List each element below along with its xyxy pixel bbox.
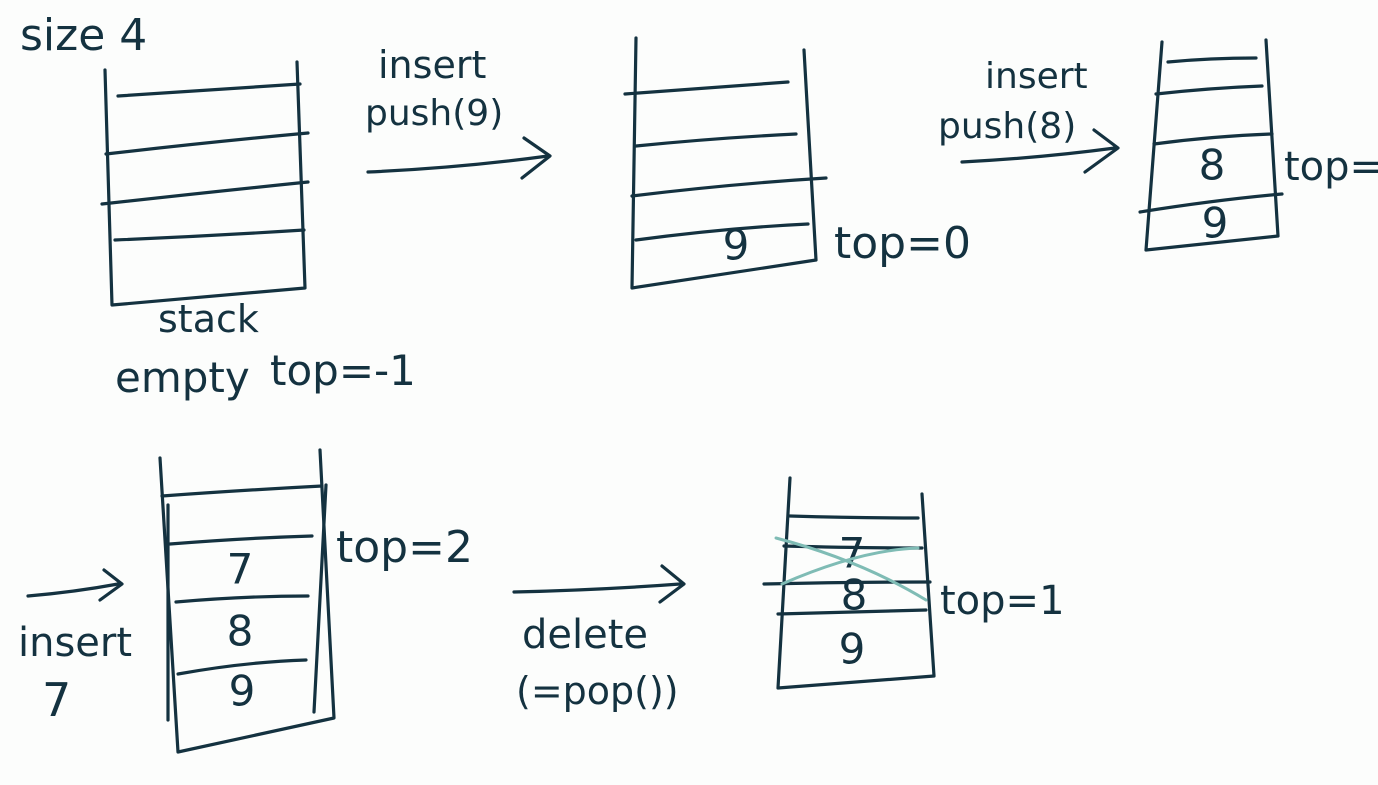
stack-empty-caption: stack — [158, 297, 259, 341]
stack-step3-cell: 7 — [227, 545, 254, 594]
stack-step2-top-label: top=1 — [1284, 144, 1378, 190]
stack-step3-top-label: top=2 — [336, 522, 473, 573]
stack-step3-cell: 8 — [227, 607, 254, 656]
arrow-delete: delete (=pop()) — [512, 564, 686, 713]
arrow-3-op-line1: insert — [18, 620, 132, 666]
arrow-4-op-line2: (=pop()) — [516, 669, 679, 713]
stack-empty-divider-3 — [100, 180, 310, 206]
arrow-insert-7: insert 7 — [18, 568, 132, 727]
stack-step1-divider-2 — [634, 132, 798, 148]
stack-step4-cell: 9 — [839, 625, 866, 674]
arrow-2-op-line1: insert — [985, 56, 1088, 97]
stack-step1-divider-4 — [634, 222, 810, 242]
stack-empty-divider-4 — [113, 228, 306, 242]
stack-step4-strike-2 — [780, 546, 920, 586]
arrow-push-9: insert push(9) — [365, 43, 552, 180]
arrow-1-op-line1: insert — [378, 43, 486, 87]
stack-step4-cell: 8 — [841, 571, 868, 620]
stack-step1: 9 top=0 — [623, 36, 971, 290]
arrow-2-shaft — [960, 146, 1117, 164]
stack-step3-outline-inner — [166, 483, 328, 722]
stack-empty-divider-2 — [104, 131, 310, 156]
stack-step2-divider-3 — [1152, 132, 1274, 146]
arrow-1-shaft — [366, 154, 550, 174]
stack-step3-divider-2 — [168, 534, 314, 546]
arrow-1-head — [520, 136, 552, 180]
stack-empty-top-label: top=-1 — [270, 346, 416, 395]
arrow-4-head — [658, 564, 686, 604]
stack-step2-cell: 9 — [1202, 199, 1229, 248]
stack-step3-divider-1 — [160, 484, 324, 498]
stack-empty-status: empty — [115, 353, 250, 402]
stack-step4-divider-4 — [776, 608, 928, 616]
stack-step1-divider-1 — [623, 80, 790, 96]
arrow-4-shaft — [512, 582, 682, 594]
arrow-2-op-line2: push(8) — [938, 106, 1076, 147]
stack-step1-divider-3 — [630, 176, 828, 198]
stack-step2-divider-2 — [1154, 84, 1264, 96]
stack-step4-top-label: top=1 — [940, 578, 1065, 624]
stack-step2-cell: 8 — [1199, 141, 1226, 190]
stack-empty-divider-1 — [116, 82, 302, 98]
stack-step4: 7 8 9 top=1 — [762, 476, 1065, 690]
stack-step1-outline — [630, 36, 818, 290]
stack-step2-divider-1 — [1166, 56, 1258, 64]
stack-step1-top-label: top=0 — [834, 218, 971, 269]
stack-step2-divider-4 — [1138, 192, 1284, 214]
arrow-3-head — [98, 568, 124, 602]
stack-empty: stack empty top=-1 — [100, 60, 416, 402]
arrow-3-op-line2: 7 — [42, 673, 71, 727]
stack-step4-removed-cell: 7 — [839, 529, 866, 578]
arrow-4-op-line1: delete — [522, 612, 648, 658]
stack-step1-cell: 9 — [723, 221, 750, 270]
stack-step3-divider-4 — [176, 658, 308, 676]
arrow-3-shaft — [26, 582, 120, 598]
diagram-title: size 4 — [20, 10, 147, 61]
arrow-1-op-line2: push(9) — [365, 93, 503, 134]
stack-step2: 8 9 top=1 — [1138, 38, 1378, 252]
arrow-2-head — [1083, 128, 1120, 174]
stack-step3-cell: 9 — [229, 667, 256, 716]
stack-step3: 7 8 9 top=2 — [158, 448, 473, 754]
stack-empty-outline — [103, 60, 307, 307]
stack-step4-strike-1 — [774, 536, 928, 602]
stack-step2-outline — [1144, 38, 1280, 252]
arrow-push-8: insert push(8) — [938, 56, 1120, 174]
stack-step4-divider-1 — [788, 514, 920, 520]
stack-step3-divider-3 — [174, 594, 310, 604]
